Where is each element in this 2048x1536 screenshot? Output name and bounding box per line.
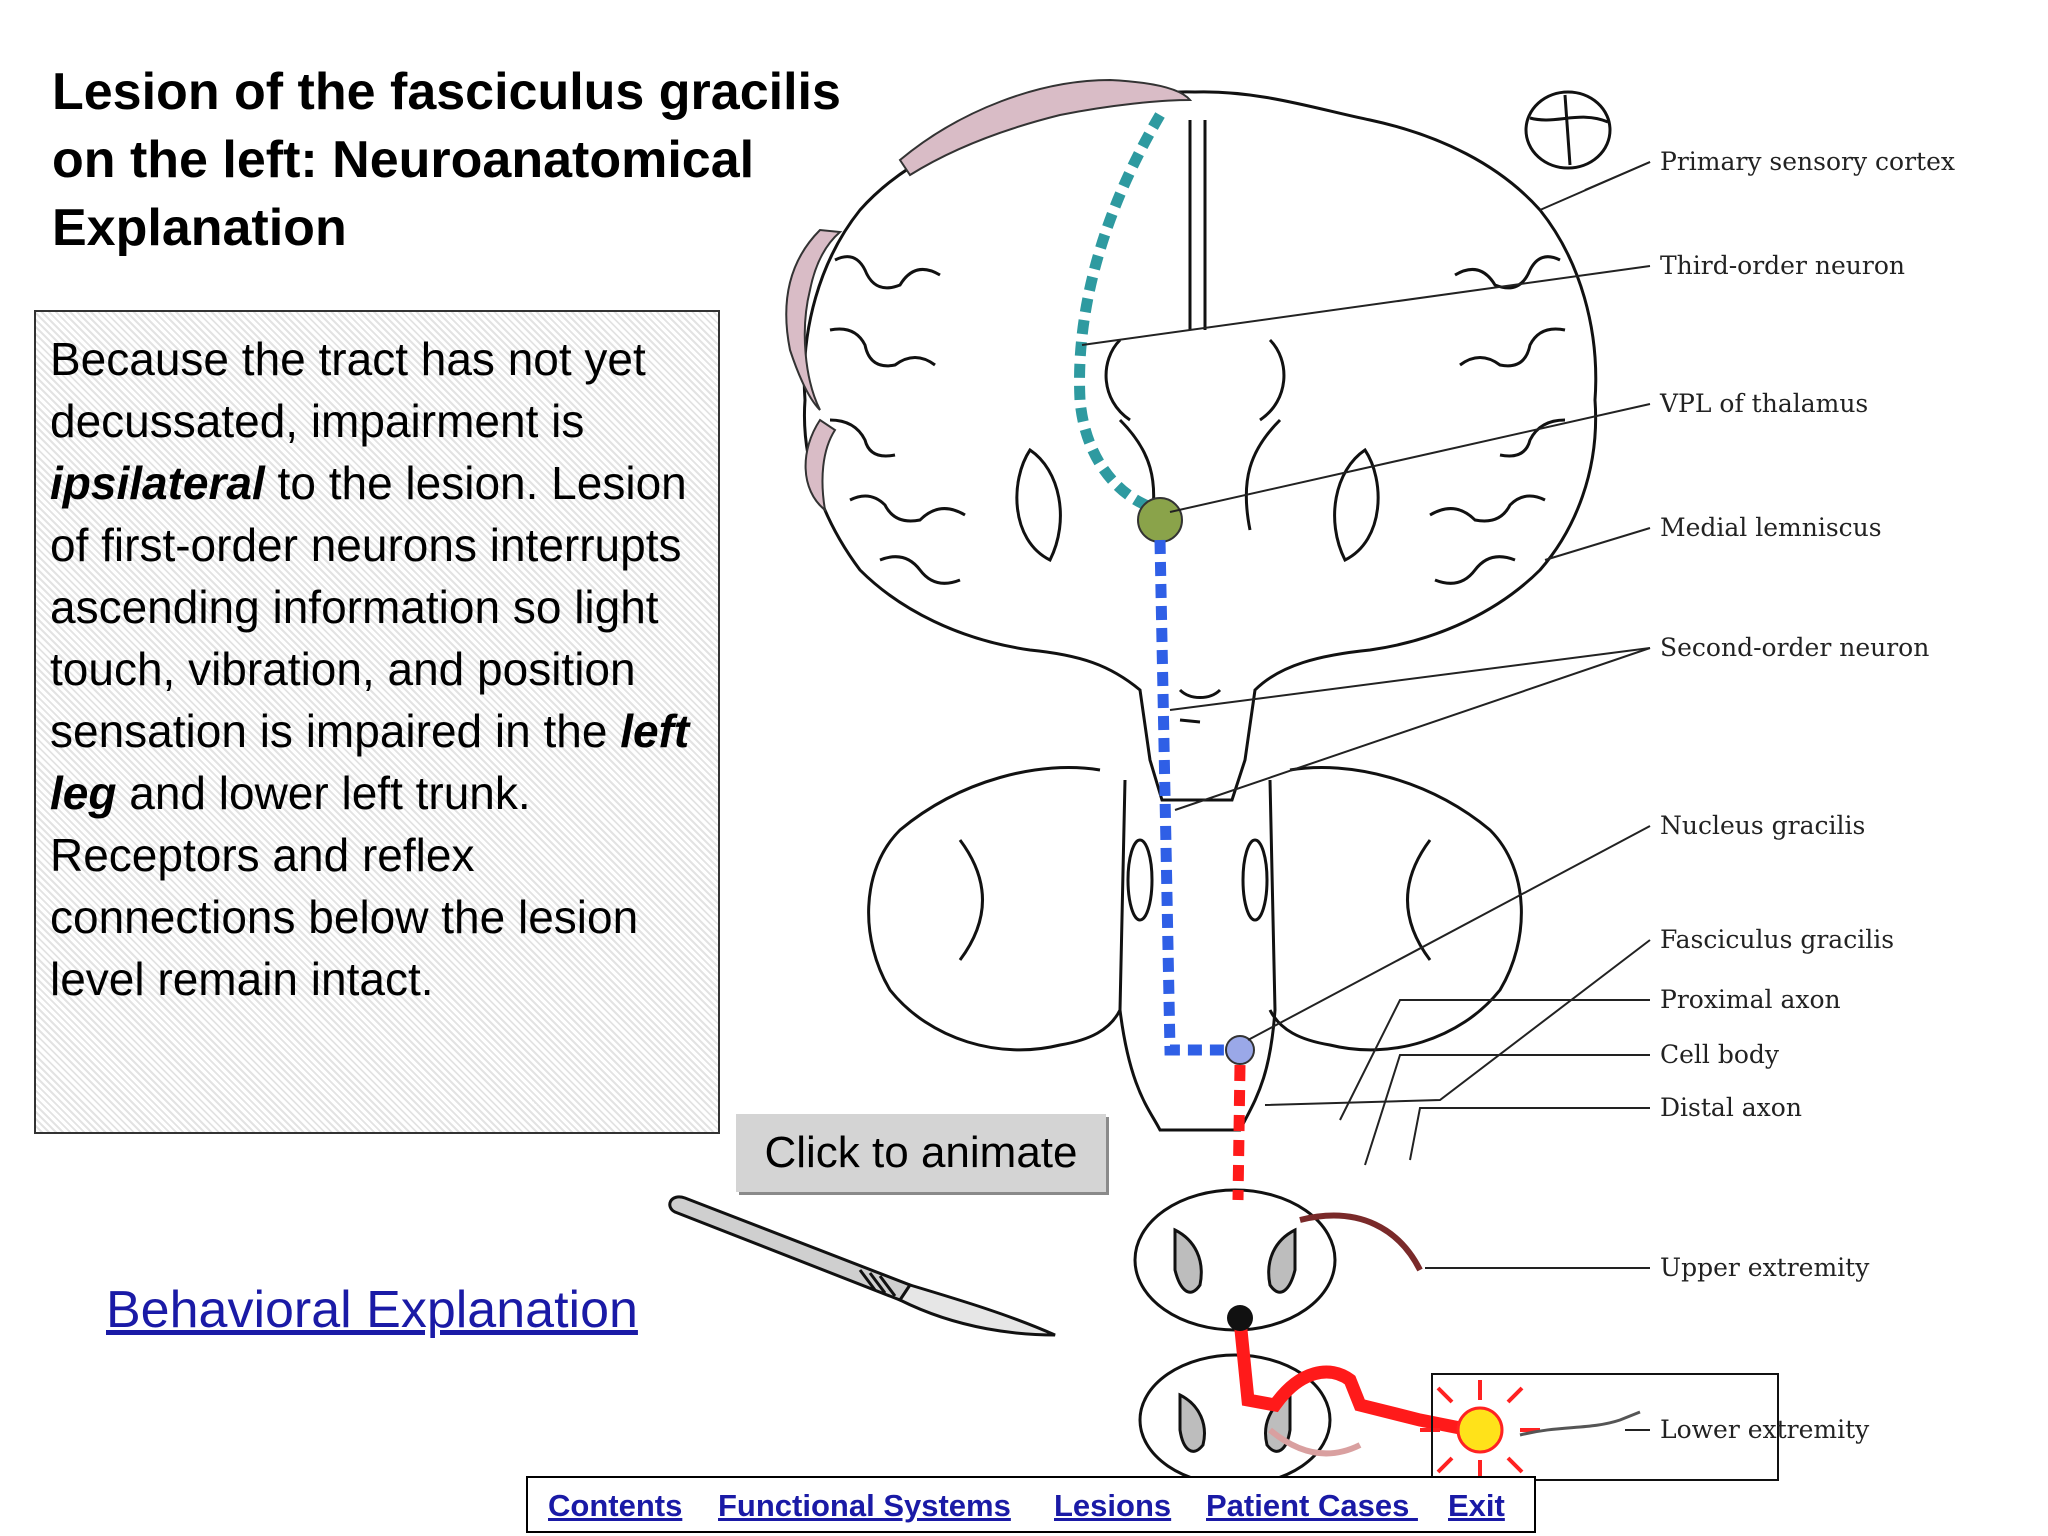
second-order-neuron-path: [1154, 539, 1240, 1056]
title-line-1: Lesion of the fasciculus gracilis: [52, 63, 841, 121]
explanation-part-1: Because the tract has not yet decussated…: [50, 333, 646, 447]
first-order-neuron-path-dashed: [1232, 1064, 1246, 1201]
title-line-2: on the left: Neuroanatomical: [52, 131, 755, 189]
label-proximal-axon: Proximal axon: [1660, 985, 1841, 1014]
title-line-3: Explanation: [52, 199, 347, 257]
spinal-cord-upper: [1133, 1188, 1423, 1332]
cortex-highlight: [785, 78, 1193, 513]
label-nucleus-gracilis: Nucleus gracilis: [1660, 811, 1865, 840]
lower-extremity-box: [1431, 1373, 1779, 1481]
third-order-neuron-path: [1074, 112, 1165, 516]
explanation-part-3: and lower left trunk. Receptors and refl…: [50, 767, 639, 1005]
label-second-order-neuron: Second-order neuron: [1660, 633, 1929, 662]
label-cell-body: Cell body: [1660, 1040, 1780, 1069]
lower-extremity-skin: [1519, 1410, 1641, 1437]
brainstem-cerebellum: [867, 766, 1523, 1132]
click-to-animate-button[interactable]: Click to animate: [736, 1114, 1106, 1192]
nav-link-patient-cases[interactable]: Patient Cases: [1206, 1488, 1418, 1523]
lesion-site-marker: [1227, 1305, 1253, 1331]
behavioral-explanation-link[interactable]: Behavioral Explanation: [106, 1281, 638, 1339]
label-primary-sensory-cortex: Primary sensory cortex: [1660, 147, 1955, 176]
label-medial-lemniscus: Medial lemniscus: [1660, 513, 1882, 542]
explanation-part-2: to the lesion. Lesion of first-order neu…: [50, 457, 687, 757]
nav-link-exit[interactable]: Exit: [1448, 1488, 1505, 1523]
page-title: Lesion of the fasciculus gracilis on the…: [52, 58, 952, 262]
scalpel-icon: [668, 1195, 1056, 1337]
explanation-emphasis-ipsilateral: ipsilateral: [50, 457, 265, 509]
nav-link-contents[interactable]: Contents: [548, 1488, 683, 1523]
explanation-text-box: Because the tract has not yet decussated…: [34, 310, 720, 1134]
nav-link-functional-systems[interactable]: Functional Systems: [718, 1488, 1011, 1523]
vpl-thalamus-nucleus: [1137, 497, 1183, 543]
label-lower-extremity: Lower extremity: [1660, 1415, 1870, 1444]
label-distal-axon: Distal axon: [1660, 1093, 1802, 1122]
label-fasciculus-gracilis: Fasciculus gracilis: [1660, 925, 1894, 954]
label-vpl-thalamus: VPL of thalamus: [1659, 389, 1868, 418]
explanation-emphasis-left-leg: left leg: [50, 705, 690, 819]
receptor-sun-icon: [1420, 1380, 1540, 1480]
first-order-pink-branch: [1268, 1427, 1362, 1457]
cortex-mini-icon: [1524, 90, 1612, 170]
nucleus-gracilis: [1225, 1035, 1255, 1065]
label-third-order-neuron: Third-order neuron: [1660, 251, 1905, 280]
first-order-neuron-path: [1233, 1319, 1472, 1437]
label-pointer-lines: [1081, 161, 1651, 1431]
bottom-navigation-bar: Contents Functional Systems Lesions Pati…: [526, 1476, 1536, 1533]
nav-link-lesions[interactable]: Lesions: [1054, 1488, 1172, 1523]
label-upper-extremity: Upper extremity: [1660, 1253, 1870, 1282]
